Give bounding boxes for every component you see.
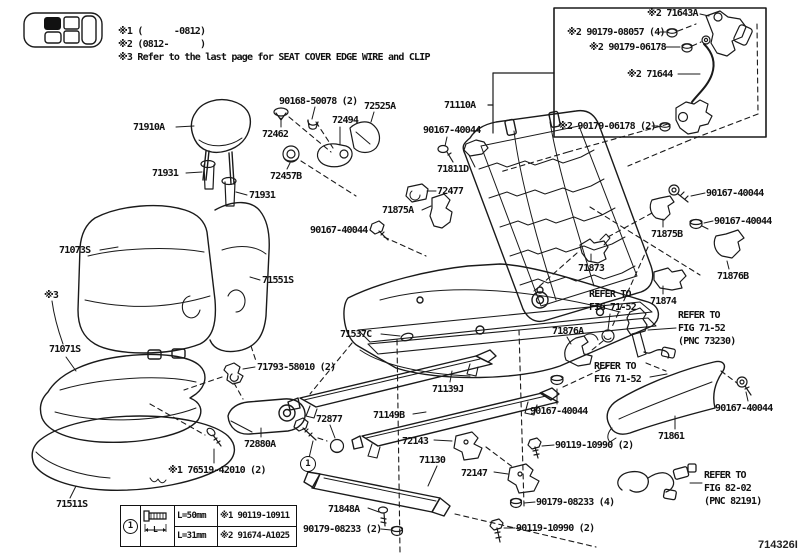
- part-label-76519-42010: ※1 76519-42010 (2): [168, 465, 266, 476]
- note-3: ※3 Refer to the last page for SEAT COVER…: [118, 52, 431, 63]
- part-label-71876B: 71876B: [717, 271, 749, 282]
- part-label-90167-40044-b: 90167-40044: [310, 225, 368, 236]
- bolt-length-value: L=31mm: [175, 526, 218, 546]
- part-label-90179-06178-2: ※2 90179-06178 (2): [558, 121, 656, 132]
- seatback-pad-drawing: [209, 201, 270, 353]
- part-label-90119-10990-a: 90119-10990 (2): [555, 440, 634, 451]
- part-label-90179-08233-4: 90179-08233 (4): [536, 497, 615, 508]
- box-connector: [487, 72, 555, 134]
- ref-label-fig71-52-a: REFER TO FIG 71-52: [589, 289, 637, 313]
- part-label-90179-08233-2: 90179-08233 (2): [303, 524, 382, 535]
- part-label-90167-40044-f: 90167-40044: [715, 403, 773, 414]
- bolt-callout1-drawing: [293, 417, 345, 459]
- part-label-72457B: 72457B: [270, 171, 302, 182]
- part-label-71073S: 71073S: [59, 245, 91, 256]
- part-label-90167-40044-a: 90167-40044: [423, 125, 481, 136]
- cushion-pad-drawing: [31, 415, 235, 491]
- part-label-72462: 72462: [262, 129, 289, 140]
- part-label-71876A: 71876A: [552, 326, 584, 337]
- table-body: L=50mm ※1 90119-10911 L=31mm ※2 91674-A1…: [175, 506, 296, 546]
- part-label-71874: 71874: [650, 296, 677, 307]
- part-label-90167-40044-e: 90167-40044: [530, 406, 588, 417]
- ref-label-fig82-02-pnc82191: REFER TO FIG 82-02 (PNC 82191): [704, 470, 762, 507]
- dashed-lines: [149, 23, 759, 553]
- table-callout-cell: 1: [121, 506, 141, 546]
- part-label-71910A: 71910A: [133, 122, 165, 133]
- seatback-cover-drawing: [77, 204, 217, 360]
- table-row: L=50mm ※1 90119-10911: [175, 506, 296, 526]
- part-label-72494: 72494: [332, 115, 359, 126]
- side-shield-drawing: [606, 360, 726, 443]
- headrest-drawing: [190, 98, 252, 185]
- part-label-90179-06178: ※2 90179-06178: [589, 42, 667, 53]
- cushion-cover-drawing: [39, 353, 206, 443]
- note-ref-3: ※3: [44, 290, 59, 301]
- inset-box: [553, 7, 767, 138]
- part-label-71875A: 71875A: [382, 205, 414, 216]
- headrest-support-drawing: [200, 159, 237, 207]
- table-callout-1-badge: 1: [123, 518, 138, 534]
- part-label-71848A: 71848A: [328, 504, 360, 515]
- part-label-71873: 71873: [578, 263, 605, 274]
- part-label-90179-08057: ※2 90179-08057 (4): [567, 27, 665, 38]
- clip-71793-drawing: [223, 362, 244, 385]
- part-label-71931-right: 71931: [249, 190, 276, 201]
- part-label-90119-10990-b: 90119-10990 (2): [516, 523, 595, 534]
- screw-76519-drawing: [206, 427, 222, 447]
- callout-1-badge: 1: [300, 456, 316, 472]
- bolt-dimension-label: L: [153, 525, 158, 534]
- part-label-71139J: 71139J: [432, 384, 464, 395]
- part-label-71071S: 71071S: [49, 344, 81, 355]
- part-label-72525A: 72525A: [364, 101, 396, 112]
- seatback-frame-drawing: [462, 109, 654, 323]
- riser-rails-drawing: [287, 349, 560, 517]
- bolt-length-value: L=50mm: [175, 506, 218, 526]
- note-2: ※2 (0812- ): [118, 39, 206, 50]
- part-label-72143: 72143: [402, 436, 429, 447]
- part-label-71149B: 71149B: [373, 410, 405, 421]
- armrest-drawing: [227, 398, 306, 435]
- part-label-71931-left: 71931: [152, 168, 179, 179]
- ref-label-fig71-52-b: REFER TO FIG 71-52: [594, 361, 642, 385]
- part-label-72147: 72147: [461, 468, 488, 479]
- part-label-72877: 72877: [316, 414, 343, 425]
- recliner-release-drawing: [659, 10, 753, 135]
- part-label-71551S: 71551S: [262, 275, 294, 286]
- part-label-90168-50078: 90168-50078 (2): [279, 96, 358, 107]
- part-label-72880A: 72880A: [244, 439, 276, 450]
- part-label-72477: 72477: [437, 186, 464, 197]
- bolt-part-number: ※1 90119-10911: [220, 510, 290, 521]
- bolt-length-icon: L: [141, 506, 175, 546]
- part-label-71130: 71130: [419, 455, 446, 466]
- figure-code: 714326I: [758, 539, 798, 551]
- part-label-71811D: 71811D: [437, 164, 469, 175]
- wire-harness-drawing: [617, 463, 697, 501]
- part-label-71110A: 71110A: [444, 100, 476, 111]
- part-label-71644: ※2 71644: [627, 69, 673, 80]
- ref-label-fig71-52-pnc73230: REFER TO FIG 71-52 (PNC 73230): [678, 310, 736, 347]
- note-1: ※1 ( -0812): [118, 26, 206, 37]
- right-brackets-drawing: [550, 184, 752, 396]
- part-label-71511S: 71511S: [56, 499, 88, 510]
- part-label-90167-40044-c: 90167-40044: [706, 188, 764, 199]
- part-label-71861: 71861: [658, 431, 685, 442]
- part-label-71537C: 71537C: [340, 329, 372, 340]
- table-row: L=31mm ※2 91674-A1025: [175, 525, 296, 546]
- car-position-icon: [23, 12, 103, 48]
- belt-buckle-drawing: [626, 307, 676, 359]
- fastener-length-table: 1 L L=50mm ※1 90119-10911 L=31mm ※2 9167…: [120, 505, 297, 547]
- part-label-71643A: ※2 71643A: [647, 8, 698, 19]
- bolt-part-number: ※2 91674-A1025: [220, 531, 290, 542]
- part-label-71875B: 71875B: [651, 229, 683, 240]
- cushion-frame-drawing: [343, 263, 659, 379]
- riser-brackets-drawing: [377, 332, 542, 543]
- part-label-71793-58010: 71793-58010 (2): [257, 362, 336, 373]
- leader-lines: [51, 106, 749, 531]
- part-label-90167-40044-d: 90167-40044: [714, 216, 772, 227]
